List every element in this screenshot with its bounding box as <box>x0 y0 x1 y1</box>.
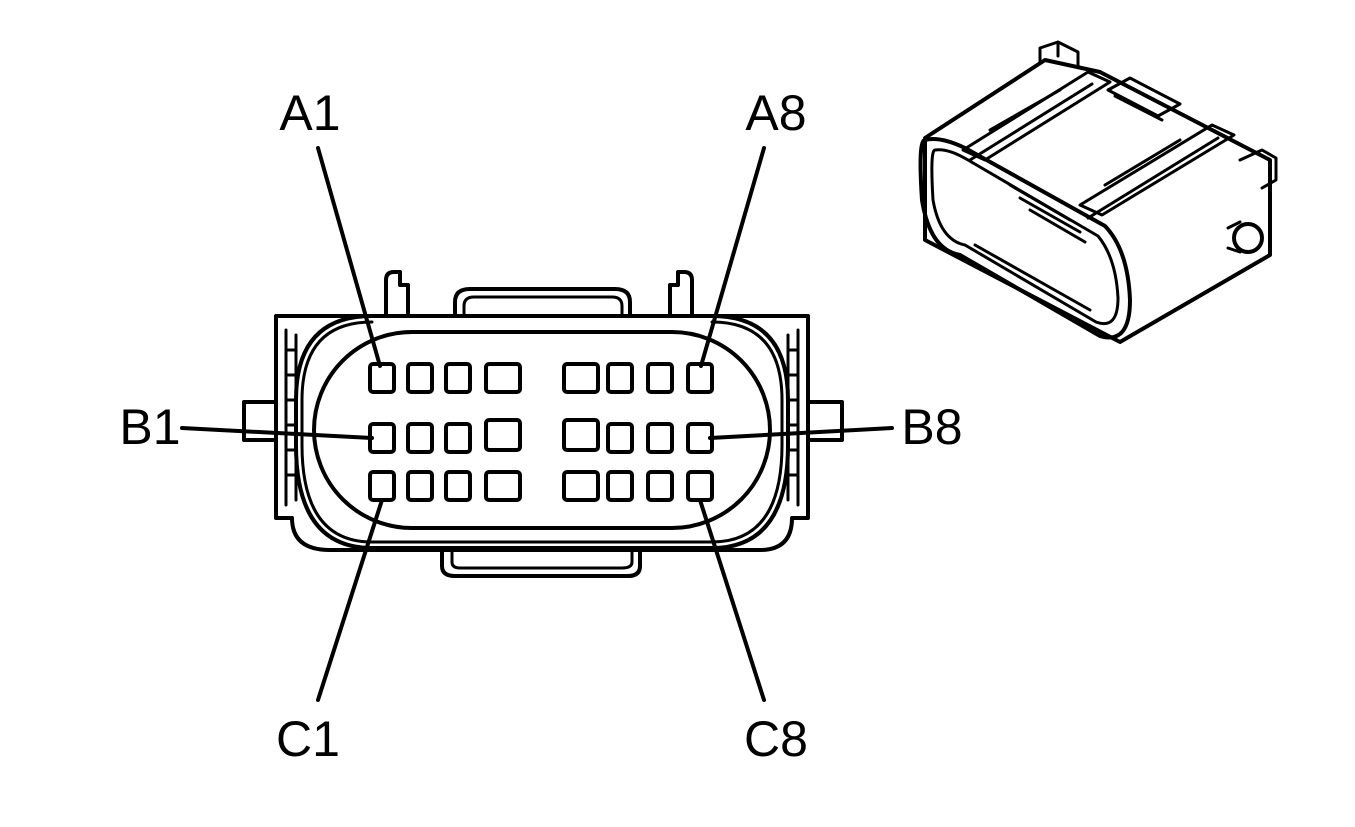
iso-top-ridge-lines <box>968 82 1220 220</box>
pin-cavity <box>646 362 674 394</box>
callout-b8 <box>708 426 894 440</box>
housing-inner-shell <box>294 314 790 550</box>
housing-outer <box>274 314 810 552</box>
left-ear <box>242 400 278 442</box>
connector-isometric-view <box>918 40 1278 344</box>
callout-a8 <box>699 146 766 368</box>
iso-side-bump <box>1232 222 1264 254</box>
pin-cavity <box>406 470 434 502</box>
label-b8: B8 <box>901 399 962 455</box>
pin-cavity <box>562 418 600 452</box>
pin-cavity <box>606 422 634 454</box>
pin-cavity <box>606 362 634 394</box>
iso-rear-tab <box>1038 40 1080 68</box>
label-c1: C1 <box>276 711 340 767</box>
top-ridge <box>453 287 632 318</box>
pin-cavities <box>368 362 714 502</box>
label-c8: C8 <box>744 711 808 767</box>
iso-top-ridge-right <box>1078 123 1236 217</box>
pin-cavity <box>368 470 396 502</box>
callout-a1 <box>316 146 382 368</box>
pin-cavity <box>484 470 522 502</box>
pin-cavity <box>562 470 600 502</box>
right-ear <box>806 400 844 442</box>
label-b1: B1 <box>119 399 180 455</box>
top-ridge-inner <box>462 295 624 318</box>
top-left-tab <box>384 270 410 318</box>
iso-right-tab <box>1238 148 1278 190</box>
iso-top-face <box>923 58 1272 344</box>
pin-cavity <box>444 470 472 502</box>
label-a1: A1 <box>279 85 340 141</box>
pin-cavity <box>646 422 674 454</box>
pin-cavity <box>368 362 396 394</box>
callout-c8 <box>698 498 766 702</box>
label-a8: A8 <box>745 85 806 141</box>
iso-side-latch <box>1106 76 1182 122</box>
cavity-face <box>312 330 772 530</box>
pin-cavity <box>444 362 472 394</box>
iso-cavity-lines <box>973 183 1092 312</box>
iso-side-bump-stem <box>1226 220 1242 254</box>
iso-front-rim <box>930 148 1120 325</box>
connector-front-view: A1 A8 B1 B8 C1 C8 <box>119 85 962 767</box>
pin-cavity <box>406 362 434 394</box>
pin-cavity <box>606 470 634 502</box>
pin-cavity <box>444 422 472 454</box>
pin-cavity <box>406 422 434 454</box>
pin-cavity <box>646 470 674 502</box>
iso-front-shell <box>918 137 1132 340</box>
housing-inner-rim <box>300 320 784 544</box>
bottom-ridge-inner <box>450 548 634 570</box>
pin-cavity <box>686 470 714 502</box>
pin-cavity <box>484 418 522 452</box>
callout-c1 <box>316 498 384 702</box>
top-right-tab <box>668 270 694 318</box>
pin-cavity <box>686 362 714 394</box>
pin-cavity <box>484 362 522 394</box>
bottom-ridge <box>440 548 642 578</box>
callout-b1 <box>180 426 374 440</box>
pin-cavity <box>562 362 600 394</box>
